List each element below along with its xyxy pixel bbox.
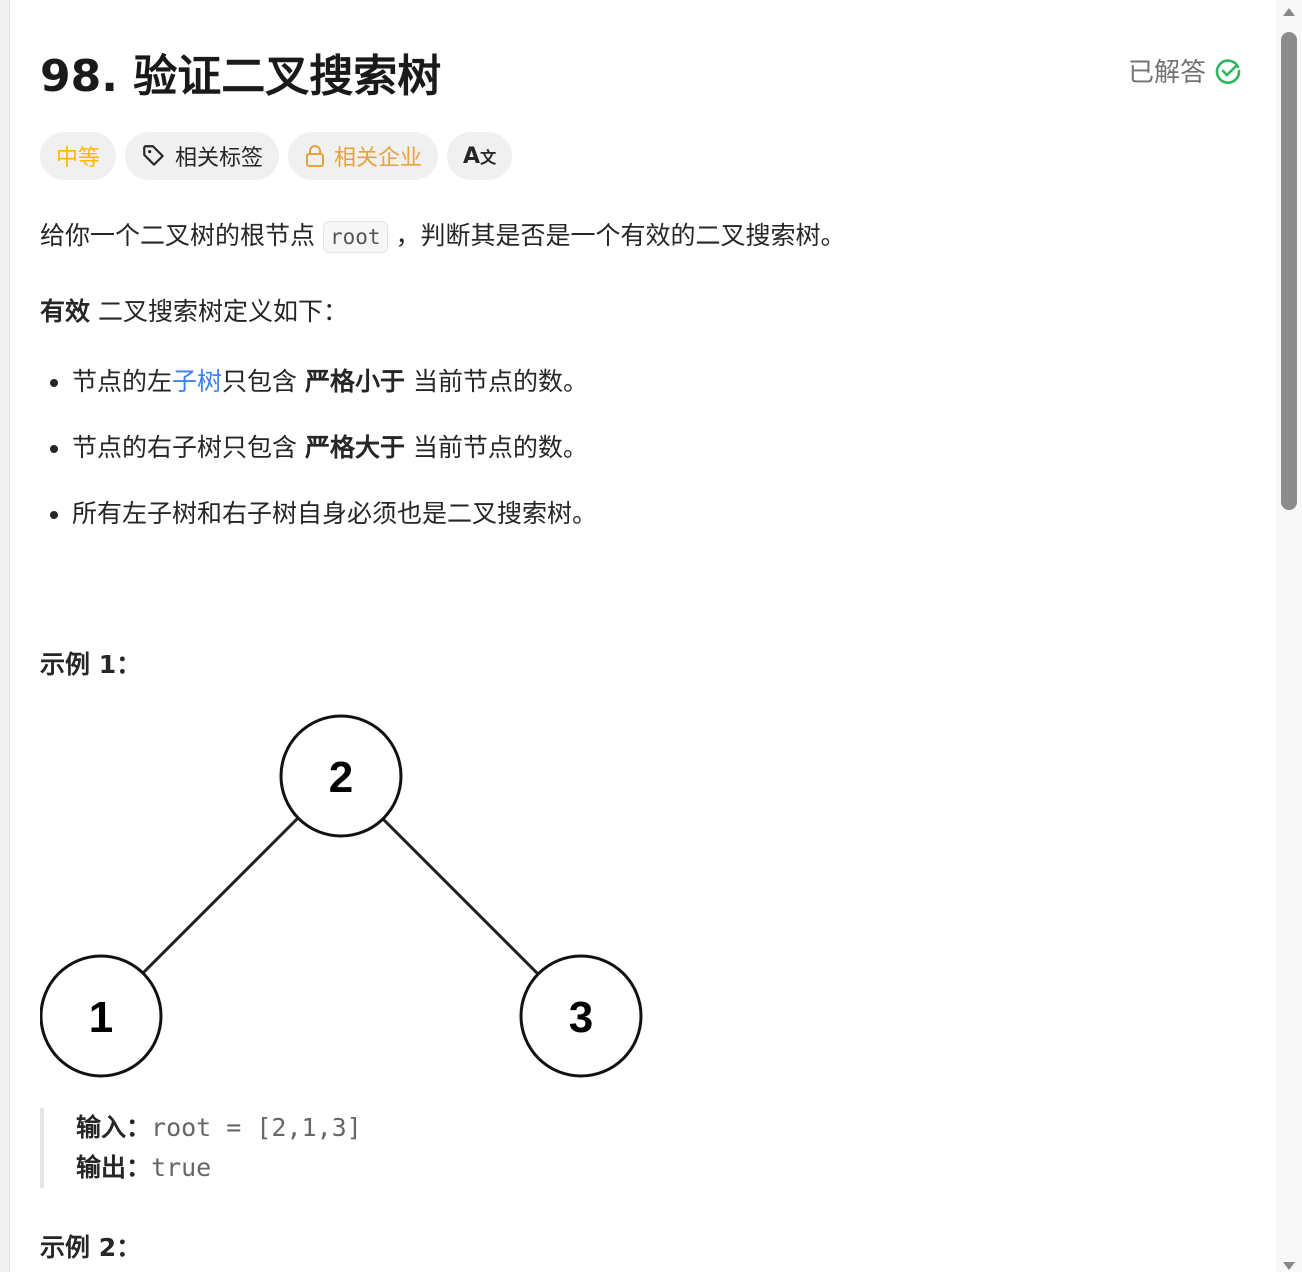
- example-tree-diagram: 2 1 3: [40, 714, 643, 1078]
- svg-text:2: 2: [329, 753, 353, 802]
- svg-text:1: 1: [89, 993, 113, 1042]
- scroll-thumb[interactable]: [1281, 32, 1297, 510]
- topics-label: 相关标签: [175, 146, 264, 171]
- tree-node: 3: [519, 954, 643, 1078]
- list-item: 节点的左子树只包含 严格小于 当前节点的数。: [72, 352, 597, 418]
- lock-icon: [306, 145, 325, 167]
- description-p2: 有效 二叉搜索树定义如下：: [40, 297, 348, 326]
- example-output: true: [151, 1153, 212, 1182]
- check-circle-icon: [1215, 58, 1241, 84]
- list-item: 节点的右子树只包含 严格大于 当前节点的数。: [72, 418, 597, 484]
- topics-tag-button[interactable]: 相关标签: [125, 132, 280, 180]
- scrollbar[interactable]: [1276, 0, 1302, 1272]
- page-title: 98. 验证二叉搜索树: [40, 51, 442, 102]
- translate-icon: A文: [463, 143, 497, 169]
- translate-button[interactable]: A文: [447, 132, 513, 180]
- difficulty-tag[interactable]: 中等: [40, 132, 117, 180]
- inline-code: root: [322, 221, 388, 253]
- subtree-link[interactable]: 子树: [172, 367, 223, 396]
- tag-icon: [143, 145, 164, 166]
- example-input: root = [2,1,3]: [151, 1113, 362, 1142]
- definition-list: 节点的左子树只包含 严格小于 当前节点的数。 节点的右子树只包含 严格大于 当前…: [40, 352, 597, 550]
- svg-text:3: 3: [569, 993, 593, 1042]
- scroll-up-icon[interactable]: [1283, 8, 1295, 16]
- description-p1: 给你一个二叉树的根节点 root ，判断其是否是一个有效的二叉搜索树。: [40, 216, 846, 253]
- companies-label: 相关企业: [334, 146, 423, 171]
- left-panel-border: [0, 0, 10, 1272]
- example-1-block: 输入：root = [2,1,3] 输出：true: [40, 1108, 362, 1188]
- example-1-title: 示例 1：: [40, 650, 142, 679]
- companies-tag-button[interactable]: 相关企业: [288, 132, 439, 180]
- solved-status: 已解答: [1128, 52, 1242, 89]
- tree-node: 1: [40, 954, 163, 1078]
- example-2-title: 示例 2：: [40, 1233, 142, 1262]
- scroll-down-icon[interactable]: [1283, 1262, 1295, 1270]
- list-item: 所有左子树和右子树自身必须也是二叉搜索树。: [72, 484, 597, 550]
- tree-node: 2: [279, 714, 403, 838]
- solved-label: 已解答: [1127, 58, 1206, 88]
